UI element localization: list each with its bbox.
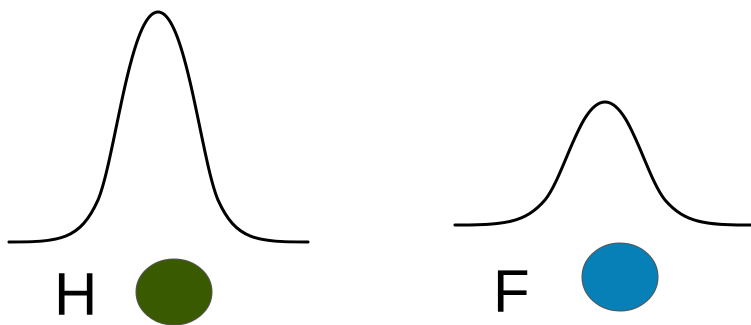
distribution-f-group: F bbox=[453, 100, 751, 325]
distribution-h-group: H bbox=[7, 10, 310, 325]
dot-h bbox=[135, 258, 213, 325]
distribution-label-h: H bbox=[54, 261, 97, 325]
distribution-label-f: F bbox=[493, 258, 530, 325]
dot-f bbox=[581, 242, 659, 312]
bell-curve-f bbox=[453, 100, 751, 227]
bell-curve-h bbox=[7, 10, 310, 244]
